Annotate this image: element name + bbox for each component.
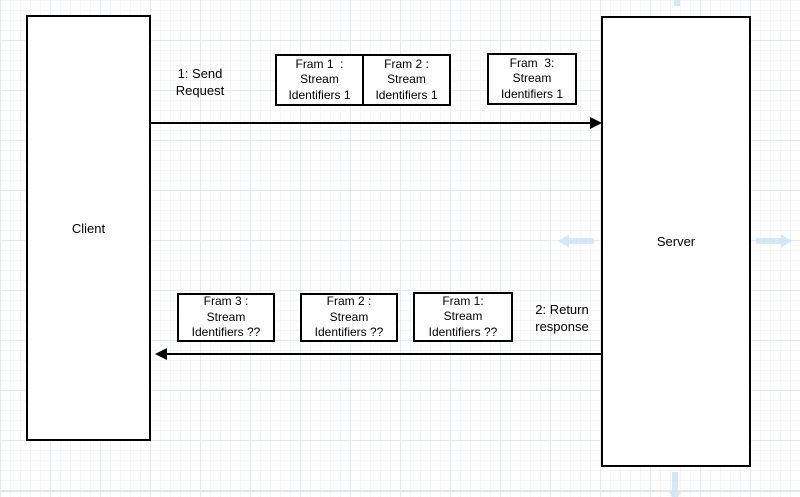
nav-right-icon[interactable] bbox=[756, 234, 792, 248]
nav-up-icon[interactable] bbox=[670, 0, 684, 6]
frame-line: Fram 2 : bbox=[326, 294, 372, 309]
nav-left-icon[interactable] bbox=[558, 234, 594, 248]
top-frame-1[interactable]: Fram 1 : Stream Identifiers 1 bbox=[275, 54, 364, 106]
request-arrow[interactable] bbox=[151, 122, 592, 124]
frame-line: Fram 2 : bbox=[384, 56, 429, 71]
frame-line: Identifiers 1 bbox=[375, 87, 438, 102]
top-frame-3[interactable]: Fram 3: Stream Identifiers 1 bbox=[487, 53, 577, 105]
frame-line: Stream bbox=[387, 72, 426, 87]
response-arrow[interactable] bbox=[167, 353, 601, 355]
top-frame-2[interactable]: Fram 2 : Stream Identifiers 1 bbox=[362, 54, 451, 106]
client-node[interactable]: Client bbox=[26, 15, 151, 441]
frame-line: Stream bbox=[329, 309, 369, 324]
client-node-label: Client bbox=[71, 220, 106, 236]
frame-line: Identifiers 1 bbox=[288, 87, 351, 102]
frame-line: Identifiers ?? bbox=[428, 324, 498, 339]
frame-line: Fram 3: bbox=[509, 55, 555, 70]
frame-line: Fram 3 : bbox=[203, 294, 249, 309]
bottom-frame-1[interactable]: Fram 3 : Stream Identifiers ?? bbox=[177, 293, 275, 342]
canvas-bottom-edge bbox=[0, 491, 800, 492]
frame-line: Stream bbox=[206, 309, 246, 324]
frame-line: Stream bbox=[512, 71, 552, 86]
nav-down-icon[interactable] bbox=[668, 472, 682, 497]
frame-line: Identifiers 1 bbox=[500, 86, 564, 101]
request-edge-label[interactable]: 1: Send Request bbox=[175, 66, 225, 98]
frame-line: Stream bbox=[300, 72, 339, 87]
request-arrowhead-icon bbox=[590, 117, 602, 129]
bottom-frame-3[interactable]: Fram 1: Stream Identifiers ?? bbox=[413, 292, 513, 342]
frame-line: Stream bbox=[443, 309, 483, 324]
server-node[interactable]: Server bbox=[601, 16, 751, 467]
frame-line: Identifiers ?? bbox=[314, 325, 384, 340]
bottom-frame-2[interactable]: Fram 2 : Stream Identifiers ?? bbox=[300, 293, 398, 342]
response-edge-label[interactable]: 2: Return response bbox=[535, 302, 589, 334]
frame-line: Fram 1 : bbox=[295, 56, 344, 71]
frame-line: Identifiers ?? bbox=[191, 325, 261, 340]
server-node-label: Server bbox=[656, 234, 696, 249]
frame-line: Fram 1: bbox=[442, 293, 484, 308]
response-arrowhead-icon bbox=[155, 348, 167, 360]
